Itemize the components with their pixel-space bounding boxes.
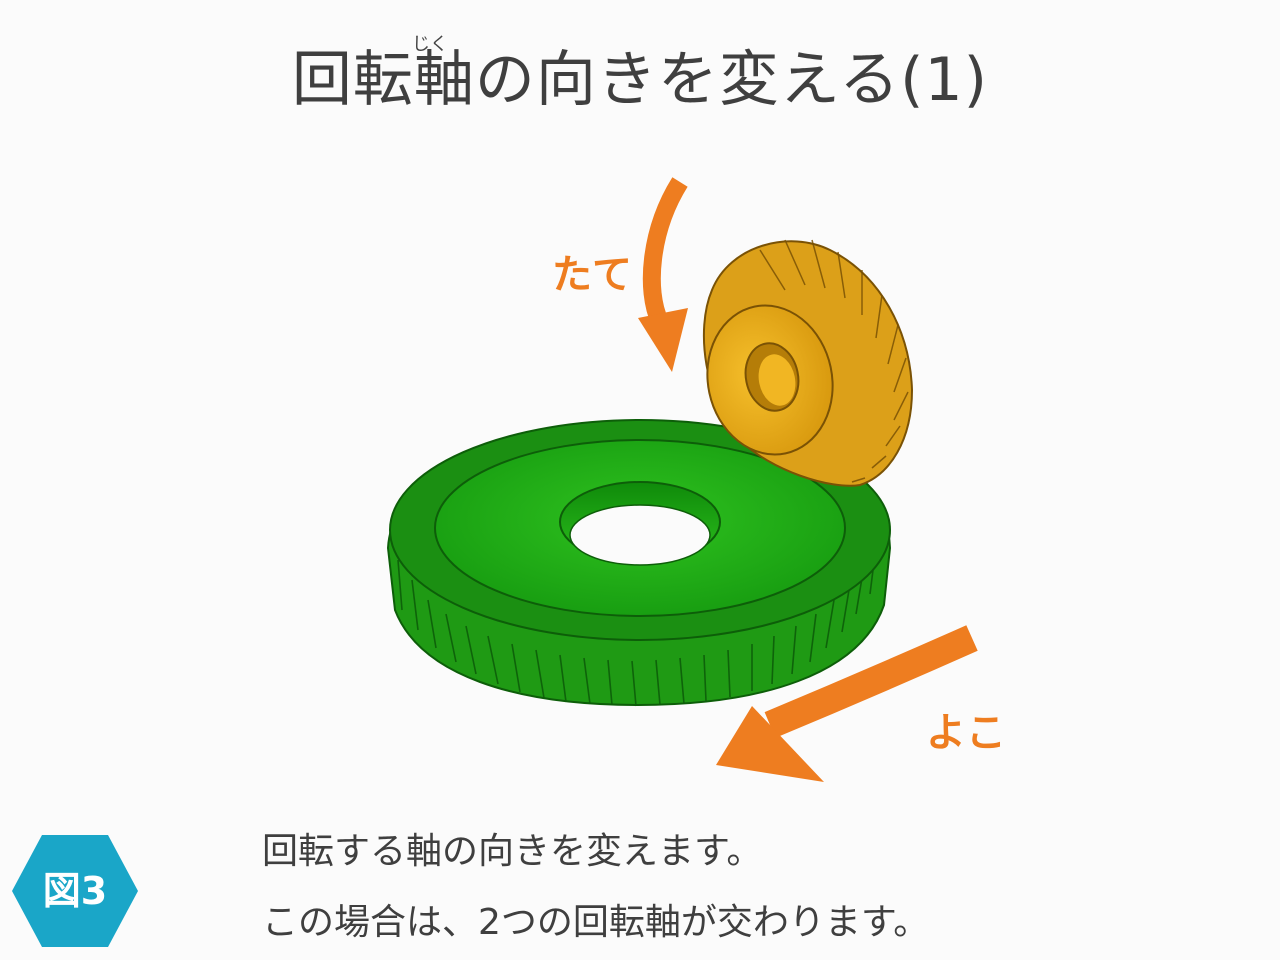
caption-line-2: この場合は、2つの回転軸が交わります。 bbox=[262, 902, 930, 943]
vertical-label: たて bbox=[552, 252, 632, 298]
horizontal-label: よこ bbox=[926, 710, 1006, 756]
title-block: じく 回転軸の向きを変える(1) bbox=[0, 30, 1280, 130]
title-ruby: じく bbox=[412, 34, 448, 55]
figure-badge: 図3 bbox=[10, 833, 140, 949]
vertical-rotation-arrow bbox=[638, 177, 688, 372]
figure-badge-label: 図3 bbox=[42, 869, 108, 913]
green-bevel-gear bbox=[386, 419, 892, 707]
horizontal-rotation-arrow bbox=[716, 625, 978, 782]
caption-line-1: 回転する軸の向きを変えます。 bbox=[262, 831, 763, 872]
page-title: 回転軸の向きを変える(1) bbox=[291, 45, 989, 115]
yellow-bevel-gear bbox=[702, 239, 914, 487]
hexagon-icon bbox=[12, 835, 138, 947]
